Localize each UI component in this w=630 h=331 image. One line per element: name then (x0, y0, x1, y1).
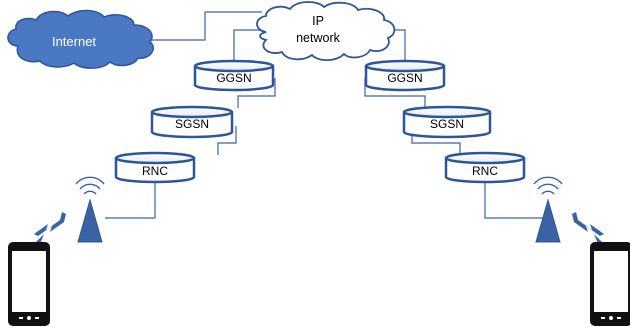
left-rnc-node: RNC (114, 151, 196, 184)
right-phone (590, 242, 630, 326)
right-tower (533, 176, 604, 244)
smartphone-icon (8, 242, 50, 326)
ip-network-cloud: IP network (256, 1, 396, 62)
right-sgsn-node: SGSN (402, 105, 492, 139)
cell-tower-icon (75, 176, 105, 243)
link-left-rnc-tower (105, 183, 156, 219)
cell-tower-icon (533, 176, 563, 243)
smartphone-icon (590, 242, 630, 326)
left-ggsn-node: GGSN (193, 59, 275, 92)
right-sgsn-label: SGSN (430, 117, 464, 131)
ip-network-label-line2: network (296, 31, 341, 45)
left-rnc-label: RNC (142, 164, 168, 178)
internet-cloud-label: Internet (52, 34, 96, 49)
right-rnc-node: RNC (444, 151, 526, 184)
left-sgsn-label: SGSN (175, 117, 209, 131)
lightning-signal-icon (34, 212, 66, 244)
link-internet-ip (150, 11, 262, 41)
left-tower (34, 176, 105, 244)
link-left-sgsn-rnc (217, 126, 237, 155)
internet-cloud-shape (7, 9, 154, 69)
left-phone (8, 242, 50, 326)
right-rnc-label: RNC (472, 164, 498, 178)
right-ggsn-node: GGSN (364, 59, 446, 92)
link-left-ggsn-sgsn (237, 78, 276, 108)
right-ggsn-label: GGSN (387, 71, 422, 85)
link-ip-left-ggsn (233, 29, 262, 64)
internet-cloud: Internet (7, 9, 154, 69)
left-ggsn-label: GGSN (216, 71, 251, 85)
ip-network-cloud-shape (256, 1, 396, 62)
left-sgsn-node: SGSN (150, 105, 234, 139)
lightning-signal-icon (572, 212, 604, 244)
link-right-ggsn-sgsn (364, 78, 426, 108)
link-right-rnc-tower (484, 183, 548, 219)
ip-network-label-line1: IP (312, 14, 324, 28)
